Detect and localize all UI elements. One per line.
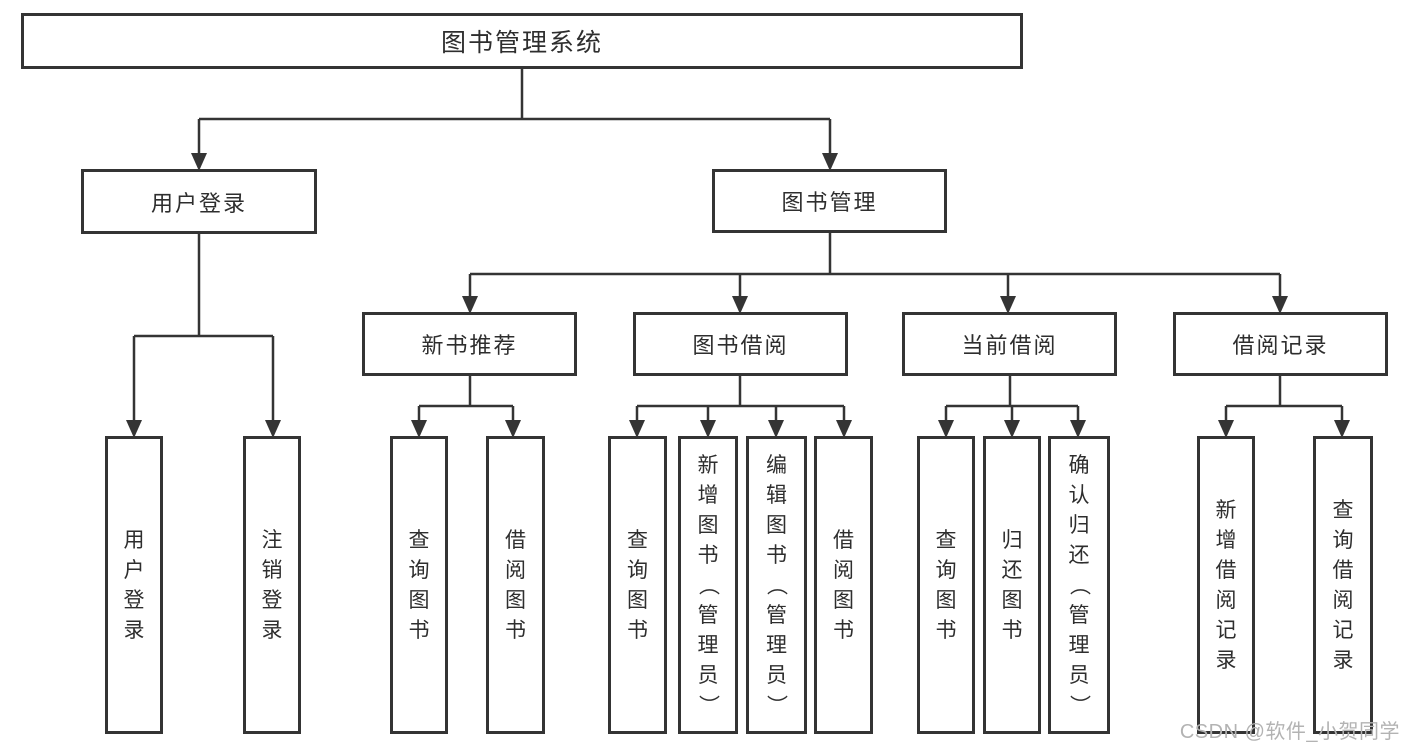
leaf-query-books: 查询图书 [608, 436, 667, 734]
node-label: 查询图书 [935, 528, 957, 642]
node-label: 新书推荐 [421, 333, 518, 358]
leaf-query-books: 查询图书 [390, 436, 448, 734]
node-label: 借阅图书 [833, 528, 854, 642]
arrowheads [126, 153, 1350, 438]
node-label: 借阅图书 [505, 528, 526, 642]
node-book-management: 图书管理 [712, 169, 947, 233]
leaf-add-borrow-record: 新增借阅记录 [1197, 436, 1255, 734]
leaf-logout: 注销登录 [243, 436, 301, 734]
node-user-login: 用户登录 [81, 169, 317, 234]
node-borrowing-records: 借阅记录 [1173, 312, 1388, 376]
leaf-edit-books-admin: 编辑图书（管理员） [746, 436, 807, 734]
node-label: 新增借阅记录 [1215, 498, 1237, 672]
leaf-borrow-books: 借阅图书 [486, 436, 545, 734]
node-new-book-recommendation: 新书推荐 [362, 312, 577, 376]
node-label: 用户登录 [123, 528, 145, 642]
node-library-management-system: 图书管理系统 [21, 13, 1023, 69]
leaf-return-books: 归还图书 [983, 436, 1041, 734]
node-label: 图书管理系统 [440, 29, 603, 57]
node-label: 编辑图书（管理员） [765, 453, 788, 716]
node-label: 查询图书 [627, 528, 648, 642]
node-label: 当前借阅 [961, 333, 1058, 358]
node-current-borrowing: 当前借阅 [902, 312, 1117, 376]
node-label: 图书借阅 [692, 333, 789, 358]
node-label: 借阅记录 [1232, 333, 1329, 358]
node-label: 新增图书（管理员） [696, 453, 720, 716]
node-book-borrowing: 图书借阅 [633, 312, 848, 376]
node-label: 图书管理 [781, 190, 878, 215]
leaf-add-books-admin: 新增图书（管理员） [678, 436, 738, 734]
csdn-watermark: CSDN @软件_小贺同学 [1179, 721, 1400, 743]
node-label: 查询图书 [408, 528, 430, 642]
leaf-confirm-return-admin: 确认归还（管理员） [1048, 436, 1110, 734]
node-label: 用户登录 [150, 190, 247, 216]
leaf-user-login: 用户登录 [105, 436, 163, 734]
leaf-borrow-books: 借阅图书 [814, 436, 873, 734]
leaf-query-borrow-record: 查询借阅记录 [1313, 436, 1373, 734]
node-label: 确认归还（管理员） [1067, 453, 1091, 716]
node-label: 查询借阅记录 [1332, 498, 1354, 672]
node-label: 注销登录 [261, 528, 283, 642]
node-label: 归还图书 [1001, 528, 1023, 642]
leaf-query-books: 查询图书 [917, 436, 975, 734]
